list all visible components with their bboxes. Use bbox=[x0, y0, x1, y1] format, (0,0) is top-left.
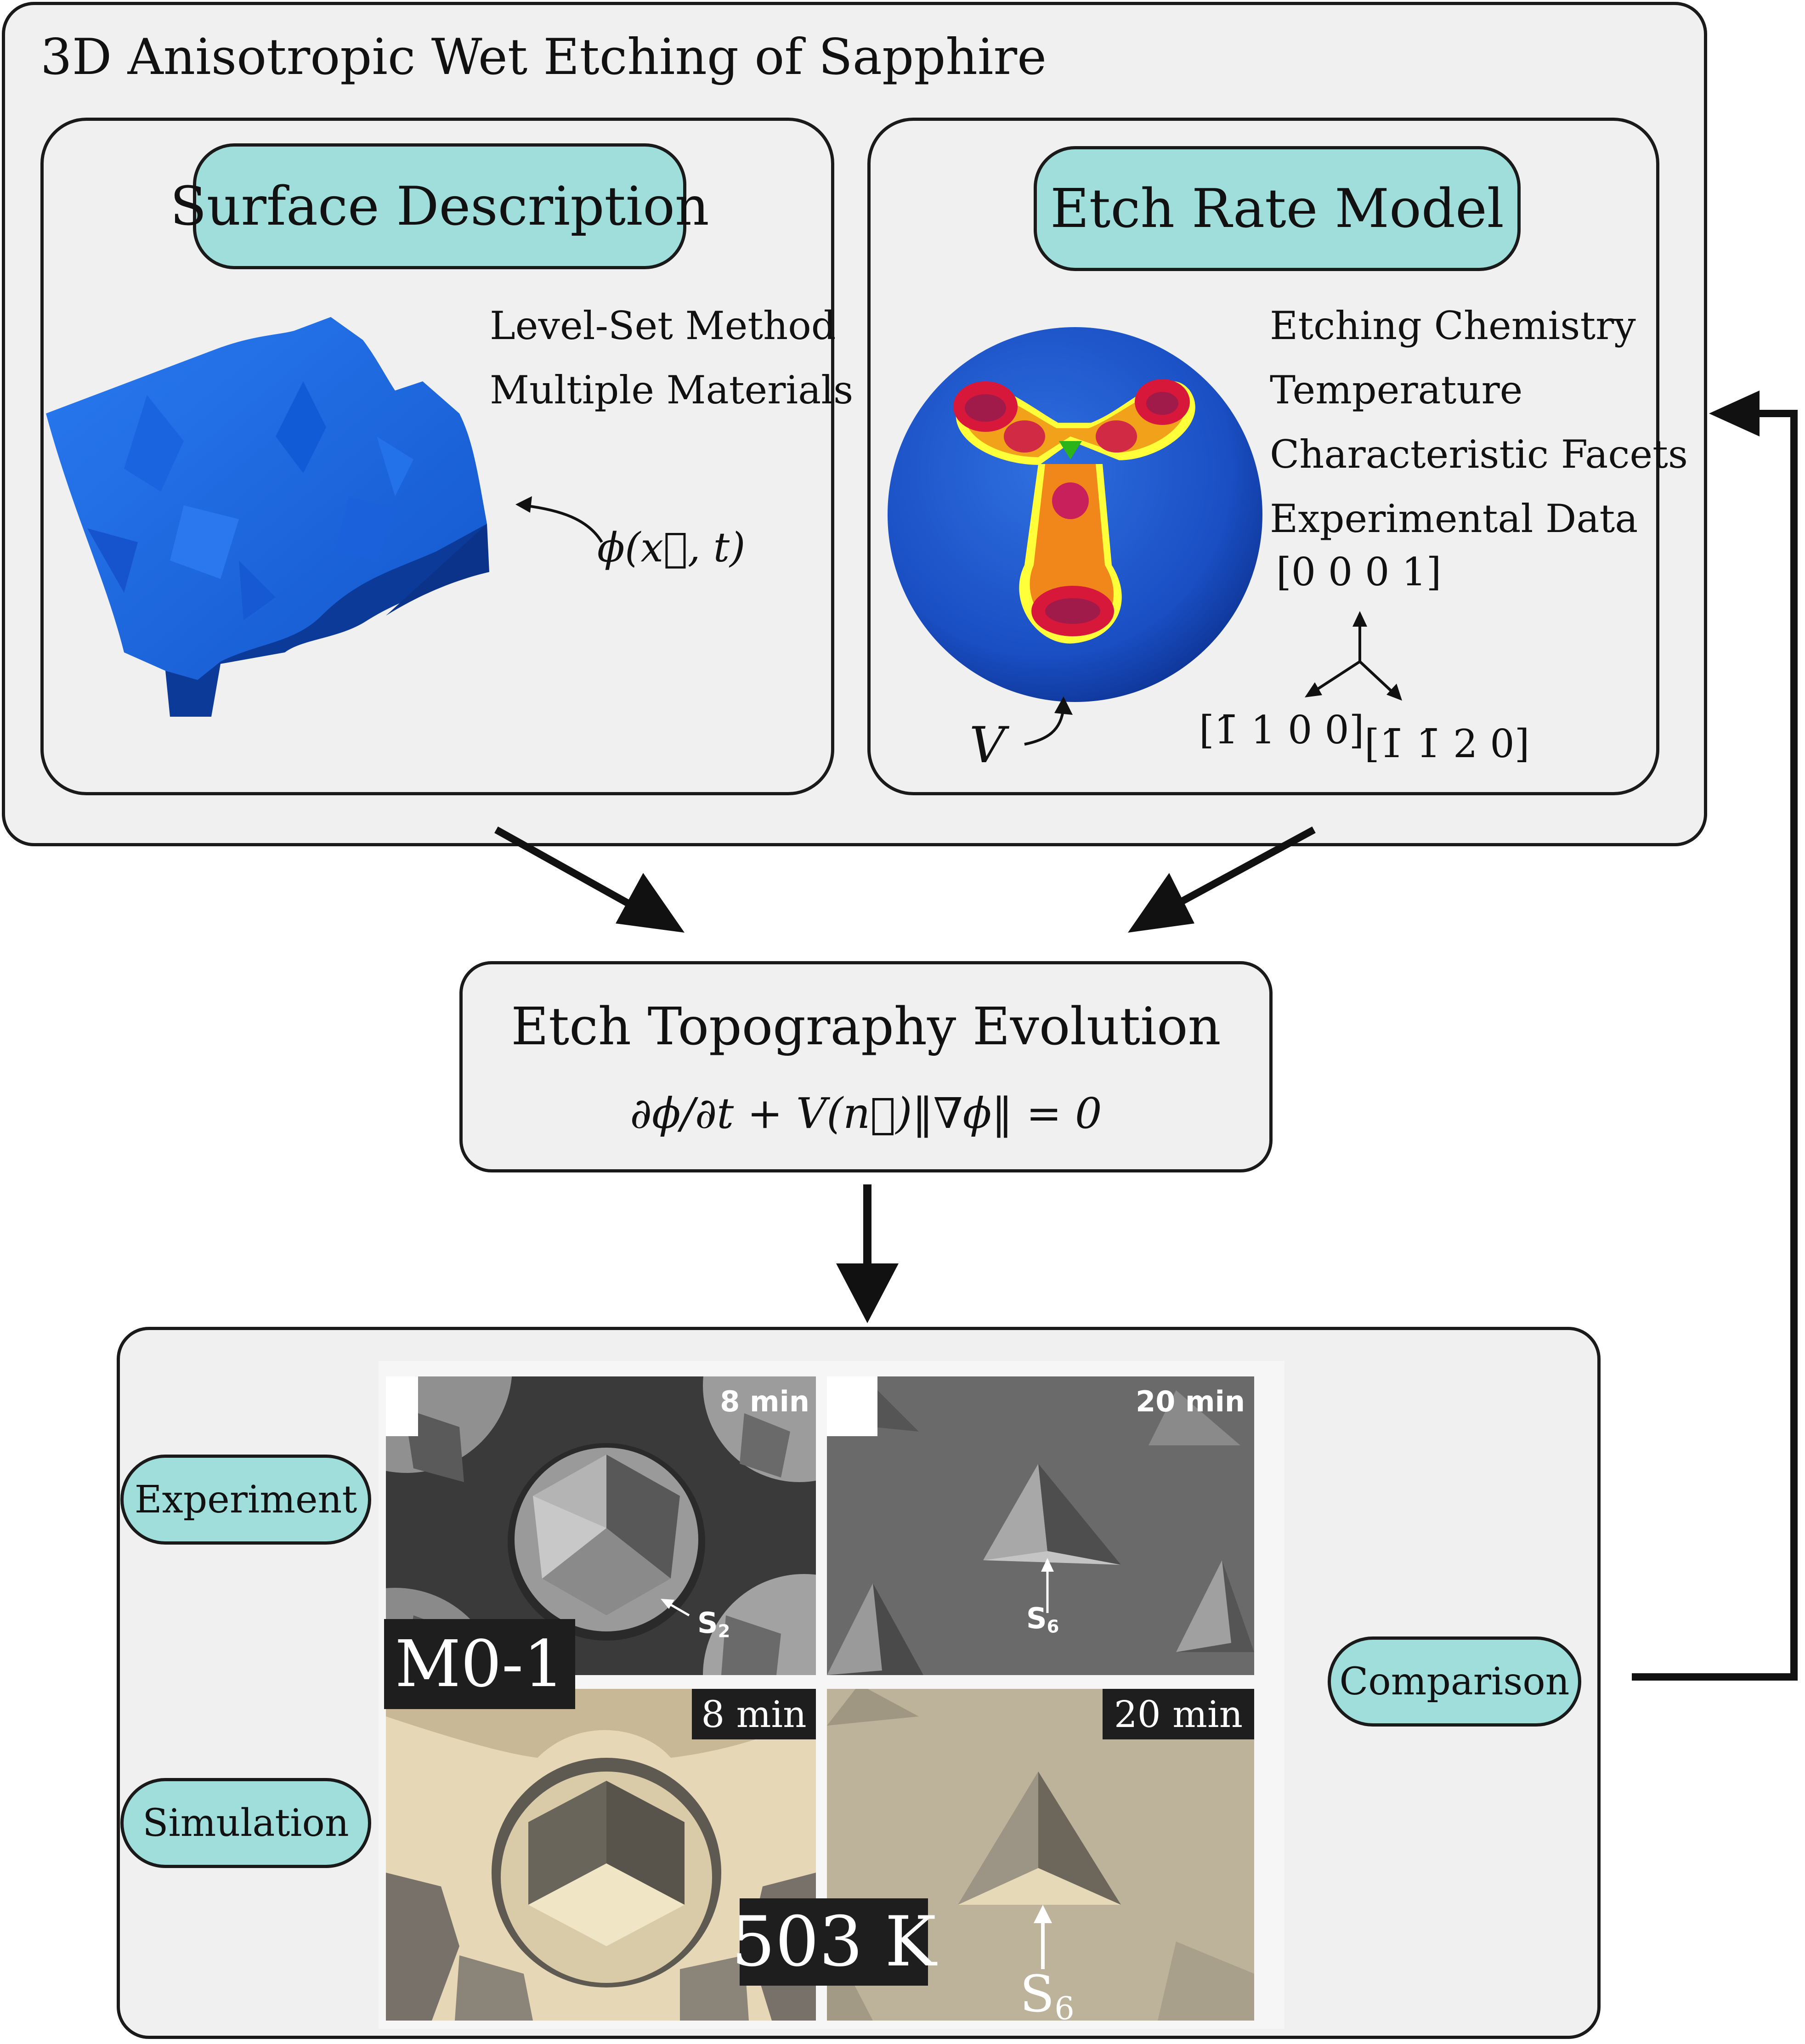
experiment-20min-image: 20 min S6 bbox=[827, 1376, 1254, 1675]
v-arrow bbox=[1024, 696, 1073, 746]
time-label-exp-8: 8 min bbox=[720, 1385, 809, 1418]
comparison-label-text: Comparison bbox=[1339, 1659, 1570, 1704]
surface-heading-text: Surface Description bbox=[170, 175, 709, 238]
facet-label-s6-exp: S6 bbox=[1026, 1602, 1059, 1637]
sample-label: M0-1 bbox=[384, 1619, 575, 1709]
phi-arrow bbox=[515, 496, 603, 543]
evolution-equation: ∂ϕ/∂t + V(n⃗)‖∇ϕ‖ = 0 bbox=[630, 1089, 1102, 1138]
etch-feature-4: Experimental Data bbox=[1270, 496, 1638, 541]
surface-feature-2: Multiple Materials bbox=[490, 368, 854, 413]
simulation-20min-image: 20 min S6 bbox=[827, 1689, 1254, 2021]
surface-heading: Surface Description bbox=[170, 143, 709, 269]
experiment-label: Experiment bbox=[120, 1455, 371, 1545]
simulation-label-text: Simulation bbox=[142, 1801, 349, 1845]
etch-rate-heading: Etch Rate Model bbox=[1034, 146, 1521, 271]
evolution-heading: Etch Topography Evolution bbox=[511, 997, 1221, 1057]
etch-rate-heading-text: Etch Rate Model bbox=[1050, 177, 1504, 240]
facet-s6-sim-sub: 6 bbox=[1054, 1991, 1075, 2021]
time-label-exp-20: 20 min bbox=[1136, 1385, 1245, 1418]
velocity-label: V bbox=[969, 717, 1005, 774]
experiment-label-text: Experiment bbox=[134, 1478, 357, 1522]
level-set-surface bbox=[46, 317, 489, 717]
phi-label: ϕ(x⃗, t) bbox=[597, 524, 746, 571]
evolution-panel bbox=[459, 961, 1273, 1172]
time-label-sim-20: 20 min bbox=[1103, 1689, 1254, 1739]
facet-s2-sub: 2 bbox=[718, 1621, 730, 1642]
simulation-label: Simulation bbox=[120, 1778, 371, 1868]
facet-label-s6-sim: S6 bbox=[1020, 1965, 1075, 2021]
surface-feature-1: Level-Set Method bbox=[490, 303, 836, 348]
facet-s2-letter: S bbox=[697, 1606, 718, 1640]
facet-label-s2: S2 bbox=[697, 1606, 730, 1642]
diagram-title: 3D Anisotropic Wet Etching of Sapphire bbox=[40, 28, 1047, 86]
crystal-axes-icon bbox=[1305, 611, 1402, 701]
temperature-label: 503 K bbox=[731, 1898, 936, 1986]
facet-s6-exp-sub: 6 bbox=[1047, 1616, 1059, 1637]
etch-feature-3: Characteristic Facets bbox=[1270, 432, 1688, 477]
etch-feature-1: Etching Chemistry bbox=[1270, 303, 1636, 348]
axis-1120: [1̄ 1̄ 2 0] bbox=[1364, 721, 1530, 766]
etch-feature-2: Temperature bbox=[1270, 368, 1523, 413]
etch-rate-sphere bbox=[888, 327, 1262, 702]
time-label-sim-8: 8 min bbox=[692, 1689, 816, 1739]
facet-s6-sim-letter: S bbox=[1020, 1965, 1055, 2021]
facet-s6-exp-letter: S bbox=[1026, 1602, 1047, 1635]
axis-0001: [0 0 0 1] bbox=[1276, 549, 1442, 595]
comparison-label: Comparison bbox=[1328, 1636, 1581, 1727]
axis-1100: [1̄ 1 0 0] bbox=[1199, 708, 1364, 753]
